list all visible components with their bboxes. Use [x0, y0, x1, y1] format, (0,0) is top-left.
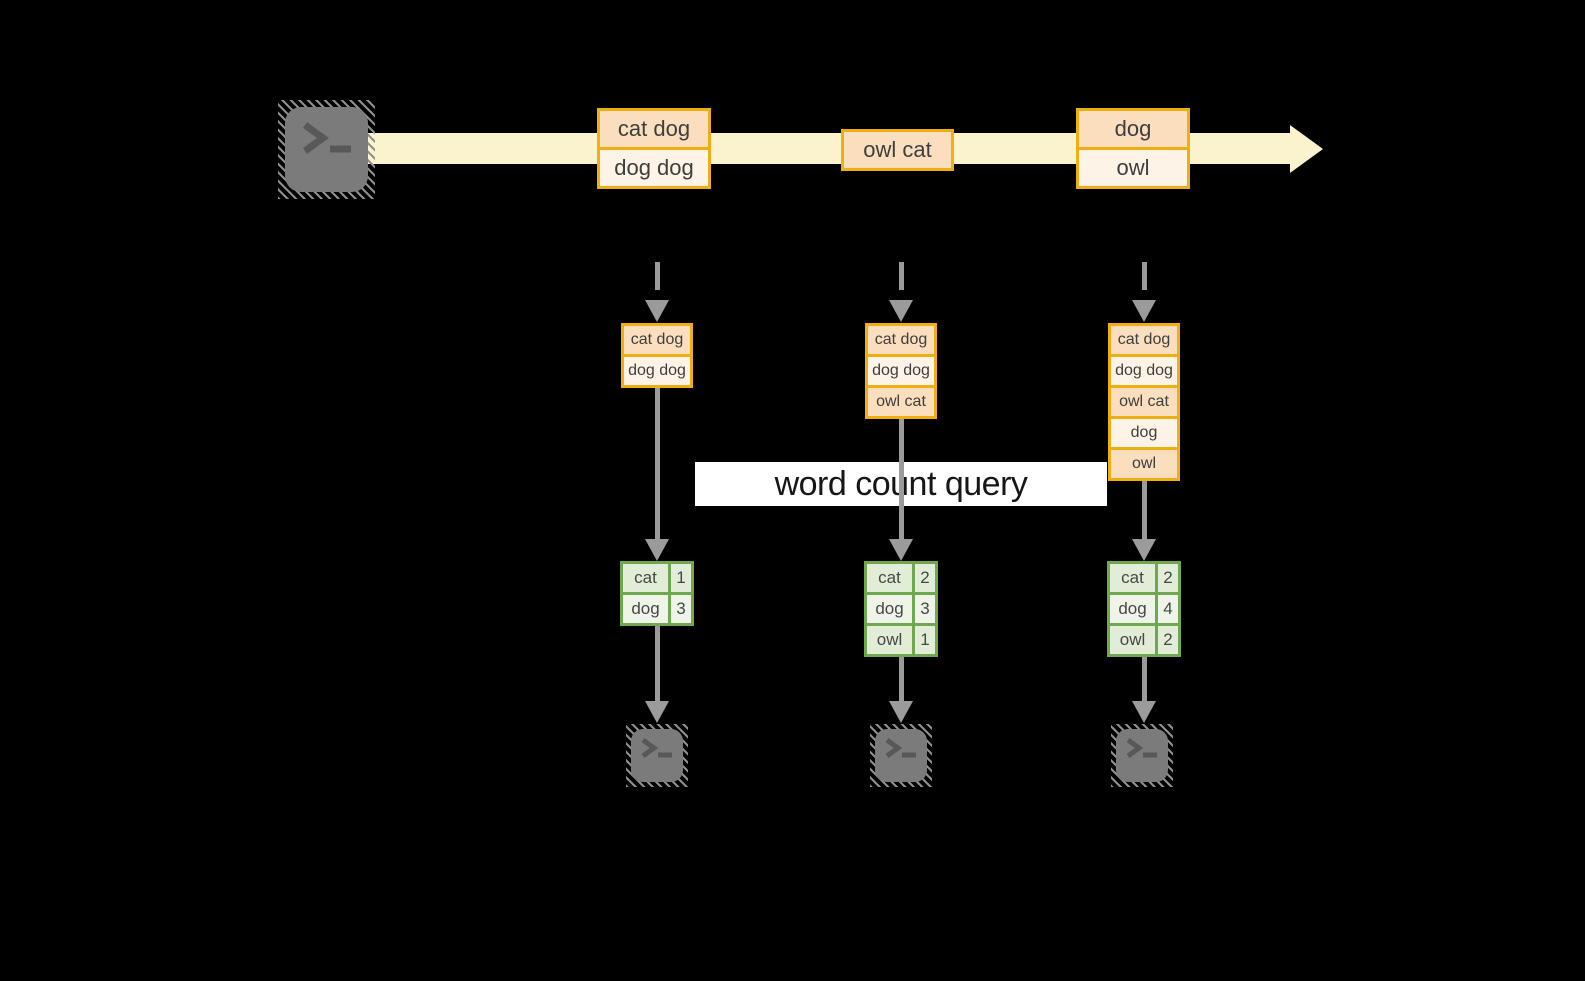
sink-arrow-icon	[889, 657, 913, 723]
count-cell: 2	[1158, 564, 1178, 592]
arrow-head-icon	[889, 539, 913, 561]
stream-batch: cat dog dog dog	[597, 108, 711, 189]
buffer-cell: owl cat	[1111, 388, 1177, 416]
prompt-glyph-icon	[641, 737, 672, 759]
buffer-cell: dog dog	[868, 357, 934, 385]
buffer-cell: owl cat	[868, 388, 934, 416]
terminal-screen	[285, 107, 368, 192]
count-cell: 2	[915, 564, 935, 592]
word-cell: dog	[623, 595, 668, 623]
word-cell: dog	[867, 595, 912, 623]
sink-arrow-icon	[645, 626, 669, 723]
word-cell: owl	[1110, 626, 1155, 654]
ingest-arrow-icon	[1132, 262, 1156, 322]
prompt-glyph-icon	[885, 737, 916, 759]
input-buffer: cat dog dog dog owl cat	[865, 323, 937, 419]
source-terminal-icon	[278, 100, 375, 199]
input-buffer: cat dog dog dog	[621, 323, 693, 388]
dash-segment	[898, 262, 904, 290]
prompt-glyph-icon	[302, 122, 351, 154]
prompt-glyph-icon	[1126, 737, 1157, 759]
query-arrow-icon	[1132, 481, 1156, 561]
count-cell: 3	[671, 595, 691, 623]
input-buffer: cat dog dog dog owl cat dog owl	[1108, 323, 1180, 481]
arrow-head-icon	[1132, 539, 1156, 561]
arrow-shaft	[1141, 481, 1147, 539]
arrow-head-icon	[1132, 300, 1156, 322]
batch-cell: owl cat	[844, 132, 951, 168]
word-count-table: cat 1 dog 3	[620, 561, 694, 626]
arrow-shaft	[898, 419, 904, 539]
arrow-shaft	[654, 626, 660, 701]
arrow-head-icon	[645, 300, 669, 322]
buffer-cell: owl	[1111, 450, 1177, 478]
sink-terminal-icon	[870, 724, 932, 787]
stream-batch: dog owl	[1076, 108, 1190, 189]
word-cell: cat	[623, 564, 668, 592]
arrow-shaft	[898, 657, 904, 701]
arrow-shaft	[1141, 657, 1147, 701]
buffer-cell: dog	[1111, 419, 1177, 447]
count-cell: 3	[915, 595, 935, 623]
word-cell: owl	[867, 626, 912, 654]
arrow-head-icon	[889, 300, 913, 322]
batch-cell: dog dog	[600, 150, 708, 186]
terminal-screen	[631, 729, 683, 782]
stream-batch: owl cat	[841, 129, 954, 171]
word-count-table: cat 2 dog 3 owl 1	[864, 561, 938, 657]
buffer-cell: cat dog	[1111, 326, 1177, 354]
buffer-cell: cat dog	[624, 326, 690, 354]
word-cell: cat	[867, 564, 912, 592]
arrow-head-icon	[645, 701, 669, 723]
count-cell: 2	[1158, 626, 1178, 654]
ingest-arrow-icon	[645, 262, 669, 322]
sink-terminal-icon	[626, 724, 688, 787]
batch-cell: dog	[1079, 111, 1187, 147]
count-cell: 4	[1158, 595, 1178, 623]
arrow-head-icon	[1132, 701, 1156, 723]
batch-cell: owl	[1079, 150, 1187, 186]
buffer-cell: dog dog	[1111, 357, 1177, 385]
terminal-screen	[1116, 729, 1168, 782]
dash-segment	[1141, 262, 1147, 290]
ingest-arrow-icon	[889, 262, 913, 322]
terminal-screen	[875, 729, 927, 782]
count-cell: 1	[915, 626, 935, 654]
arrow-head-icon	[645, 539, 669, 561]
word-cell: cat	[1110, 564, 1155, 592]
arrow-shaft	[654, 388, 660, 539]
word-cell: dog	[1110, 595, 1155, 623]
word-count-table: cat 2 dog 4 owl 2	[1107, 561, 1181, 657]
buffer-cell: dog dog	[624, 357, 690, 385]
sink-arrow-icon	[1132, 657, 1156, 723]
buffer-cell: cat dog	[868, 326, 934, 354]
stream-arrow-head-icon	[1290, 125, 1323, 173]
sink-terminal-icon	[1111, 724, 1173, 787]
count-cell: 1	[671, 564, 691, 592]
dash-segment	[654, 262, 660, 290]
query-arrow-icon	[645, 388, 669, 561]
query-arrow-icon	[889, 419, 913, 561]
arrow-head-icon	[889, 701, 913, 723]
batch-cell: cat dog	[600, 111, 708, 147]
